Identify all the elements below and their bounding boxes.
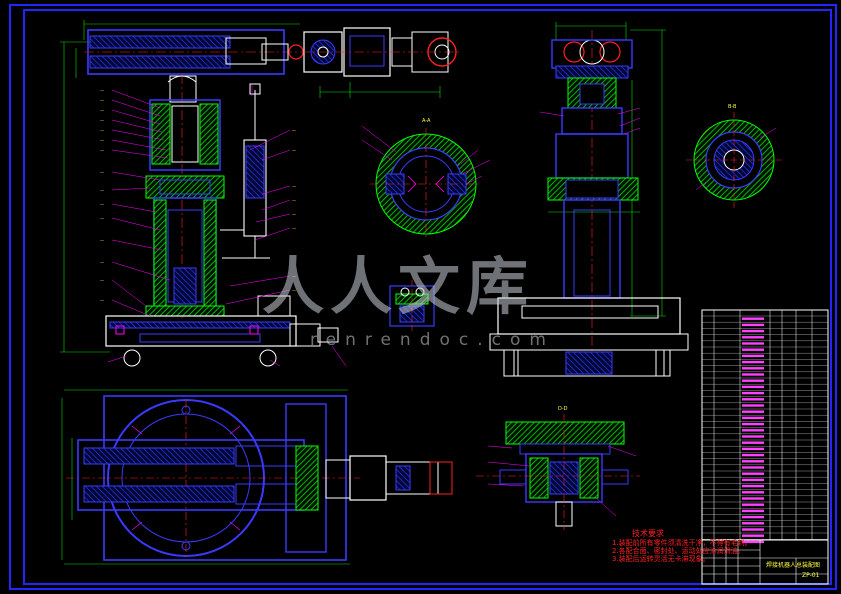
parts-row-mark: [742, 478, 764, 482]
parts-row-mark: [742, 447, 764, 451]
technical-requirements-title: 技术要求: [632, 529, 664, 538]
technical-requirement-line: 2.各配合面、密封处、运动处应涂润滑油。: [612, 547, 745, 555]
parts-row-mark: [742, 373, 764, 376]
svg-text:—: —: [100, 118, 104, 123]
svg-text:—: —: [292, 148, 296, 153]
title-block: [701, 539, 829, 585]
parts-row-mark: [742, 515, 764, 519]
inner-frame: [23, 9, 832, 585]
parts-rows: [702, 315, 828, 544]
svg-text:—: —: [100, 298, 104, 303]
parts-row-mark: [742, 484, 764, 488]
side-view: [489, 22, 689, 377]
parts-row-mark: [742, 329, 764, 333]
parts-row-mark: [742, 342, 764, 345]
svg-text:—: —: [100, 260, 104, 265]
outer-frame: [9, 4, 837, 590]
svg-text:—: —: [292, 274, 296, 279]
parts-row-mark: [742, 472, 764, 475]
svg-text:—: —: [100, 88, 104, 93]
parts-row-mark: [742, 336, 764, 339]
svg-text:—: —: [292, 128, 296, 133]
svg-text:—: —: [100, 170, 104, 175]
svg-text:—: —: [100, 202, 104, 207]
title-block-drawing-code: ZP-01: [802, 572, 820, 579]
svg-text:—: —: [292, 212, 296, 217]
parts-row-mark: [742, 453, 764, 457]
svg-text:—: —: [100, 188, 104, 193]
parts-row-mark: [742, 391, 764, 395]
parts-row-mark: [742, 367, 764, 370]
parts-row-mark: [742, 379, 764, 382]
svg-text:—: —: [100, 216, 104, 221]
parts-row-mark: [742, 323, 764, 327]
svg-text:—: —: [100, 148, 104, 153]
front-view: — — — — — — — — — — — — — — — — — — — — — — —: [60, 20, 462, 367]
parts-row-mark: [742, 503, 764, 506]
technical-requirement-line: 1.装配前所有零件须清洗干净，不得有毛刺。: [612, 539, 752, 547]
parts-row-mark: [742, 509, 764, 513]
parts-row-mark: [742, 422, 764, 426]
detail-c: [389, 280, 435, 332]
svg-text:—: —: [292, 288, 296, 293]
parts-row-mark: [742, 398, 764, 401]
parts-row-mark: [742, 466, 764, 469]
svg-text:—: —: [292, 226, 296, 231]
parts-row-mark: [742, 528, 764, 531]
parts-row-mark: [742, 491, 764, 494]
parts-row-mark: [742, 404, 764, 407]
parts-row-mark: [742, 317, 764, 320]
parts-row-mark: [742, 534, 764, 537]
section-b-b: B-B: [686, 104, 782, 208]
parts-row-mark: [742, 410, 764, 413]
parts-row-mark: [742, 441, 764, 444]
section-label-d: D-D: [558, 406, 568, 412]
technical-requirement-line: 3.装配后运转灵活无卡滞现象。: [612, 555, 710, 563]
parts-row-mark: [742, 522, 764, 525]
svg-text:—: —: [100, 278, 104, 283]
svg-text:—: —: [292, 198, 296, 203]
title-block-drawing-name: 焊接机器人总装配图: [766, 562, 821, 569]
svg-text:—: —: [100, 138, 104, 143]
parts-row-mark: [742, 360, 764, 364]
parts-row-mark: [742, 385, 764, 389]
plan-view: [61, 389, 453, 565]
parts-row-mark: [742, 416, 764, 420]
section-label-b: B-B: [728, 104, 737, 110]
parts-row-mark: [742, 435, 764, 438]
svg-text:—: —: [100, 128, 104, 133]
parts-row-mark: [742, 497, 764, 500]
section-label-a: A-A: [422, 118, 431, 124]
svg-text:—: —: [100, 108, 104, 113]
parts-row-mark: [742, 429, 764, 432]
section-d-d: D-D: [476, 406, 640, 530]
svg-text:—: —: [100, 98, 104, 103]
parts-row-mark: [742, 354, 764, 358]
section-a-a: A-A: [361, 118, 491, 240]
svg-text:—: —: [292, 184, 296, 189]
svg-text:—: —: [100, 238, 104, 243]
parts-row-mark: [742, 540, 764, 544]
parts-row-mark: [742, 348, 764, 351]
parts-row-mark: [742, 460, 764, 463]
